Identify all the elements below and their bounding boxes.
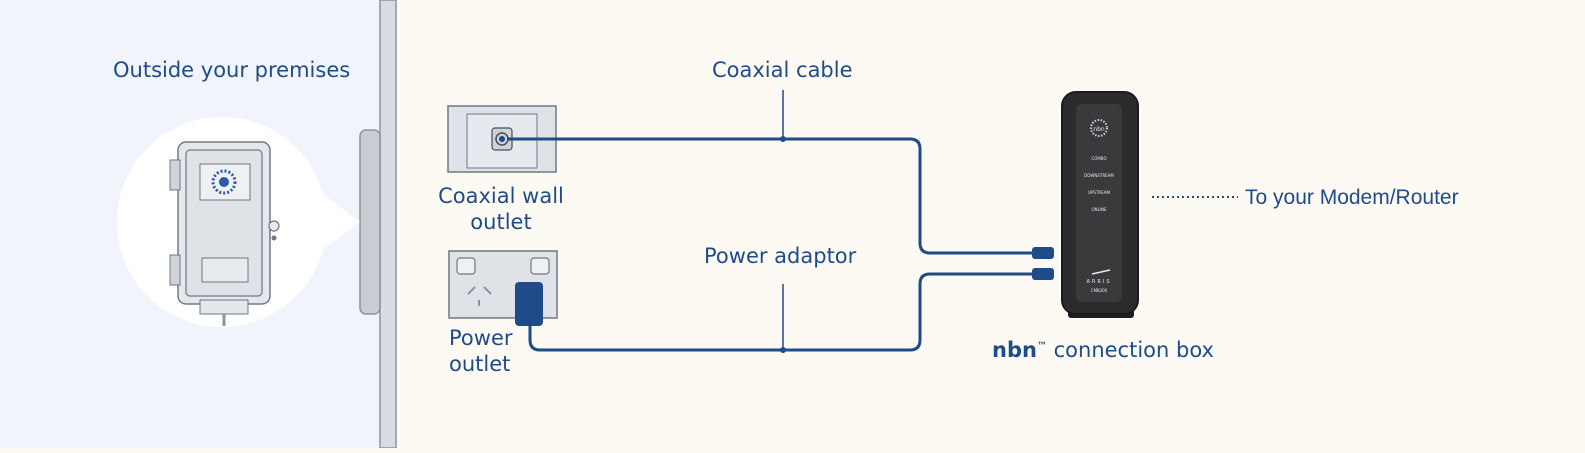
nbn-connection-box: nbn COMBO DOWNSTREAM UPSTREAM ONLINE ARR… <box>1061 91 1139 318</box>
status-light-label: COMBO <box>1091 156 1106 161</box>
coax-connector-icon <box>1032 247 1054 259</box>
status-light-label: ONLINE <box>1091 207 1107 212</box>
power-outlet-label-line2: outlet <box>449 352 511 376</box>
power-outlet <box>448 250 558 326</box>
external-nbn-box-callout <box>117 117 360 327</box>
wall-entry-box <box>359 129 381 315</box>
external-nbn-box <box>169 141 280 326</box>
power-outlet-label: Power outlet <box>449 325 513 377</box>
coaxial-wall-outlet-label: Coaxial wall outlet <box>430 183 572 235</box>
switch-icon <box>530 257 550 275</box>
status-light-label: DOWNSTREAM <box>1084 173 1114 178</box>
coaxial-wall-outlet-label-line1: Coaxial wall <box>438 184 564 208</box>
nbn-connection-box-label: nbn™ connection box <box>992 334 1214 363</box>
coaxial-cable-line <box>507 137 1036 255</box>
power-connector-icon <box>1032 268 1054 280</box>
to-modem-router-label: To your Modem/Router <box>1245 186 1459 209</box>
status-light-label: UPSTREAM <box>1088 190 1110 195</box>
outside-premises-label: Outside your premises <box>113 58 351 82</box>
premises-wall <box>379 0 397 449</box>
power-adaptor-plug <box>515 282 543 326</box>
nbn-logo-icon <box>211 169 237 195</box>
connection-box-text: connection box <box>1046 338 1214 362</box>
power-cable-line <box>528 272 1036 352</box>
power-adaptor-label: Power adaptor <box>704 244 857 268</box>
nbn-brand-text: nbn <box>992 338 1037 362</box>
power-outlet-label-line1: Power <box>449 326 513 350</box>
trademark-symbol: ™ <box>1036 341 1047 352</box>
coaxial-cable-label: Coaxial cable <box>712 58 853 82</box>
device-logo-text: nbn <box>1093 126 1105 133</box>
device-brand-text: ARRIS <box>1086 279 1111 285</box>
switch-icon <box>456 257 476 275</box>
coaxial-wall-outlet-label-line2: outlet <box>470 210 532 234</box>
nbn-logo-icon <box>1090 119 1108 137</box>
device-model-text: CM8200 <box>1091 288 1108 293</box>
